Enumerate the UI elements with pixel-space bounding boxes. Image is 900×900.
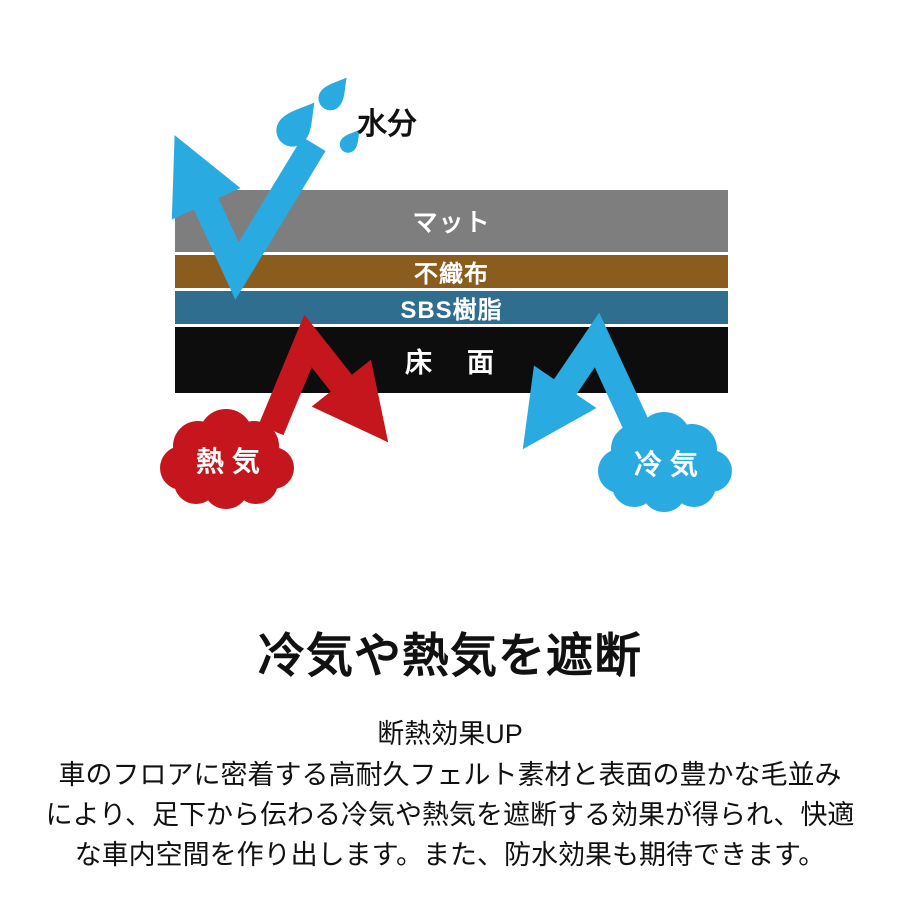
cloud-puff (180, 432, 240, 492)
cloud-puff (174, 460, 218, 504)
cloud-puff (667, 424, 717, 474)
layer-nonwoven-fabric: 不織布 (175, 255, 728, 288)
cloud-puff (690, 450, 732, 492)
cloud-puff (229, 421, 279, 471)
cold-air-label: 冷 気 (634, 449, 698, 480)
subheadline: 断熱効果UP (377, 719, 523, 749)
cloud-puff (252, 447, 294, 489)
cloud-puff (618, 435, 678, 495)
description-text: 車のフロアに密着する高耐久フェルト素材と表面の豊かな毛並み により、足下から伝わ… (0, 755, 900, 875)
cloud-puff (234, 460, 278, 504)
hot-air-cloud: 熱 気 (160, 409, 294, 509)
hot-air-label: 熱 気 (196, 446, 260, 477)
description-line-3: な車内空間を作り出します。また、防水効果も期待できます。 (74, 840, 826, 870)
cloud-puff (212, 432, 272, 492)
layer-mat-label: マット (412, 209, 491, 237)
layer-mat: マット (175, 190, 728, 252)
cloud-puff (160, 446, 204, 490)
cloud-puff (641, 466, 687, 512)
moisture-label: 水分 (357, 108, 417, 141)
cloud-puff (611, 424, 661, 474)
water-drop-large-icon (276, 102, 315, 147)
layer-floor-surface-label: 床 面 (405, 347, 498, 378)
layer-sbs-resin: SBS樹脂 (175, 291, 728, 324)
description-line-2: により、足下から伝わる冷気や熱気を遮断する効果が得られ、快適 (45, 800, 855, 830)
headline: 冷気や熱気を遮断 (258, 629, 642, 682)
cloud-puff (598, 449, 642, 493)
cloud-puff (672, 463, 716, 507)
description-line-1: 車のフロアに密着する高耐久フェルト素材と表面の豊かな毛並み (58, 760, 842, 790)
water-drops-icon (276, 77, 360, 153)
layer-nonwoven-fabric-label: 不織布 (414, 261, 489, 288)
cloud-puff (173, 421, 223, 471)
cloud-puff (637, 412, 691, 466)
layer-floor-surface: 床 面 (175, 327, 728, 393)
cloud-puff (612, 463, 656, 507)
cloud-puff (199, 409, 253, 463)
water-drop-medium-icon (318, 77, 347, 111)
layer-sbs-resin-label: SBS樹脂 (400, 297, 503, 324)
mat-layer-stack: マット 不織布 SBS樹脂 床 面 (175, 190, 728, 393)
cold-air-cloud: 冷 気 (598, 412, 732, 512)
cloud-puff (650, 435, 710, 495)
cloud-puff (203, 463, 249, 509)
